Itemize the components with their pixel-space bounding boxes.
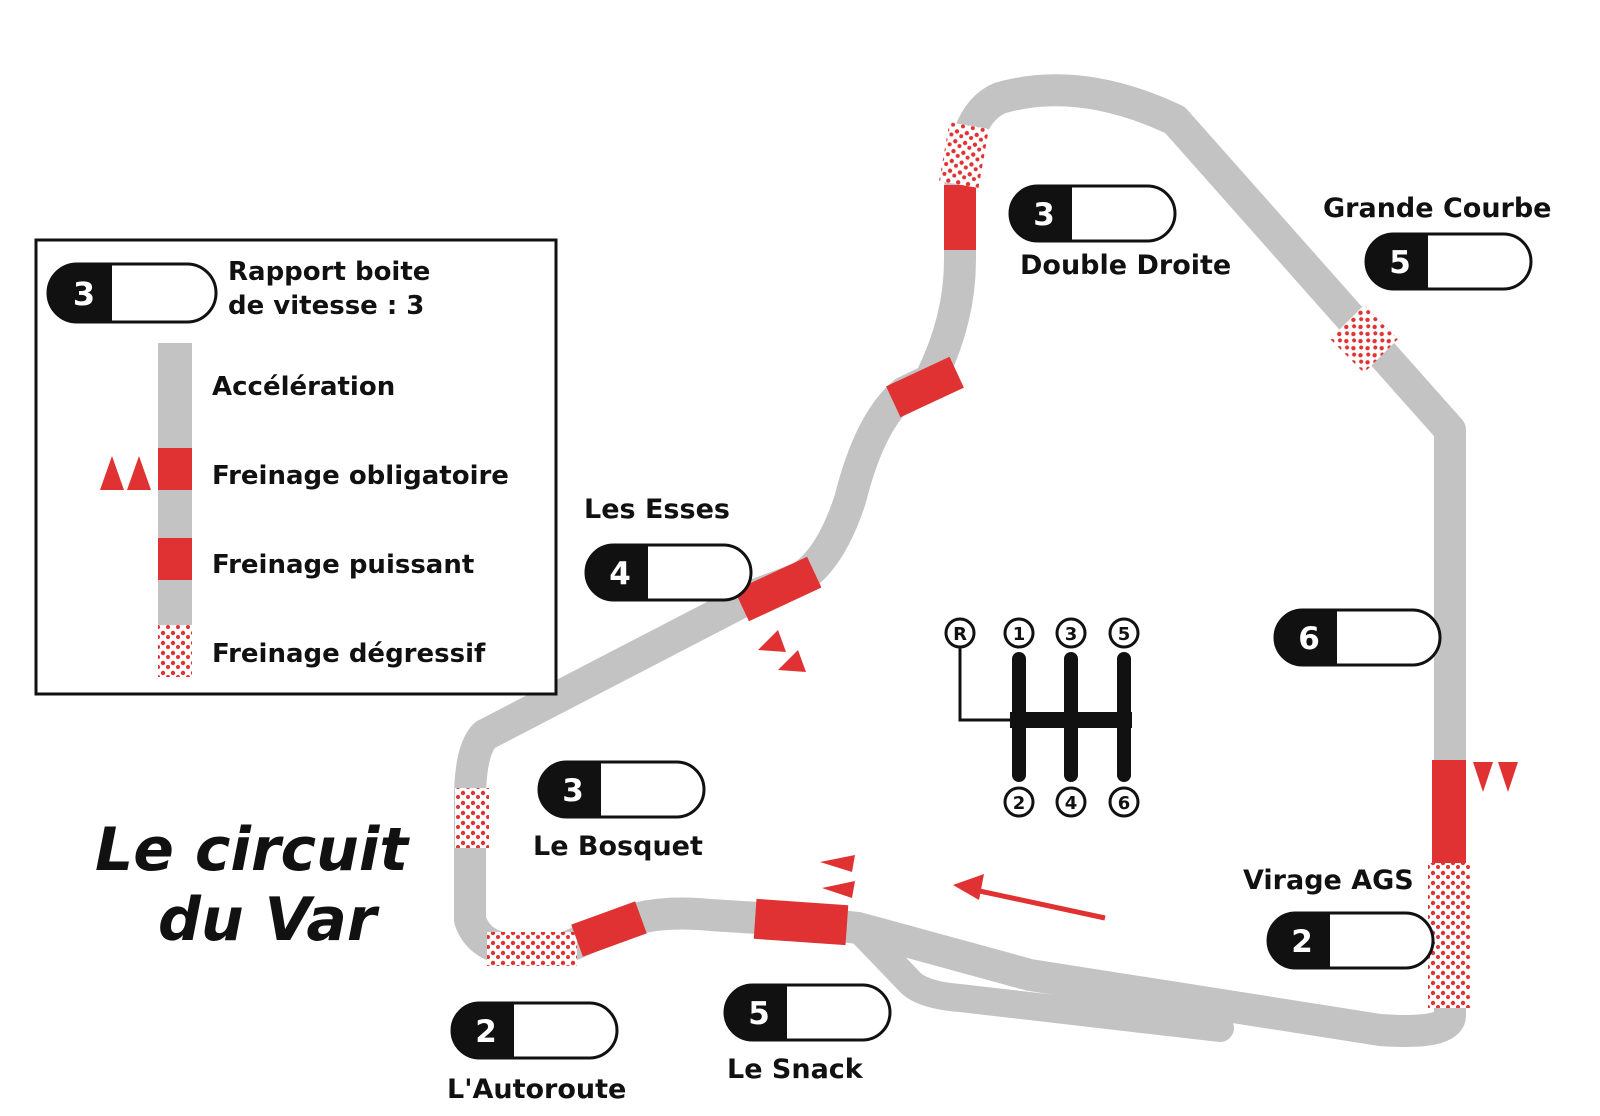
braking-zone-top-dots: [939, 121, 989, 189]
corner-grande-courbe: Grande Courbe 5: [1323, 193, 1552, 291]
braking-zone-ags: [1432, 760, 1466, 863]
svg-text:6: 6: [1118, 793, 1131, 814]
braking-zone-chicane: [886, 356, 964, 418]
braking-zone-snack: [753, 898, 849, 946]
gear-pill: 2: [1266, 911, 1435, 970]
braking-zone-double-droite: [944, 185, 976, 250]
corner-le-bosquet: 3 Le Bosquet: [533, 760, 706, 862]
track-autoroute-branch: [844, 914, 1234, 1042]
gearbox-slot-5-6: [1117, 652, 1131, 782]
legend: 3 Rapport boite de vitesse : 3 Accélérat…: [34, 238, 558, 696]
svg-text:1: 1: [1013, 624, 1026, 645]
gearbox-slot-1-2: [1012, 652, 1026, 782]
gear-number: 2: [475, 1014, 497, 1050]
corner-straight-6: 6: [1273, 608, 1442, 667]
legend-bar-mandatory: [158, 448, 192, 490]
braking-zone-ags-dots: [1428, 863, 1470, 1008]
gearbox-slot-3-4: [1064, 652, 1078, 782]
gear-pill: 3: [1008, 184, 1177, 243]
corner-le-snack: 5 Le Snack: [723, 983, 892, 1085]
braking-zone-bosquet-dots: [455, 788, 489, 848]
legend-mandatory-braking: Freinage obligatoire: [212, 461, 509, 491]
corner-label: Les Esses: [584, 494, 730, 525]
corner-label: Grande Courbe: [1323, 193, 1552, 224]
gear-number: 3: [562, 773, 584, 809]
gear-number: 5: [748, 996, 770, 1032]
corner-l-autoroute: 2 L'Autoroute: [447, 1001, 626, 1105]
legend-gear-text-1: Rapport boite: [228, 257, 430, 287]
mandatory-braking-arrows-esses: [758, 630, 806, 672]
gear-number: 4: [609, 556, 631, 592]
svg-text:5: 5: [1118, 624, 1131, 645]
legend-bar-grey: [158, 343, 192, 665]
braking-zone-autoroute-dots: [487, 932, 577, 966]
legend-gear-text-2: de vitesse : 3: [228, 291, 424, 321]
braking-zone-autoroute: [571, 901, 647, 957]
map-title-line2: du Var: [158, 885, 380, 955]
corner-label: L'Autoroute: [447, 1074, 626, 1105]
corner-label: Double Droite: [1020, 250, 1231, 281]
track: [454, 74, 1518, 1047]
gear-number: 3: [1033, 197, 1055, 233]
legend-progressive-braking: Freinage dégressif: [212, 639, 486, 669]
gear-number: 2: [1291, 924, 1313, 960]
legend-gear-pill: 3: [46, 262, 218, 324]
gear-position-4: 4: [1055, 786, 1087, 818]
legend-strong-braking: Freinage puissant: [212, 550, 474, 580]
direction-arrow: [953, 874, 1106, 921]
corner-virage-ags: Virage AGS 2: [1243, 865, 1435, 970]
gear-pill: 6: [1273, 608, 1442, 667]
svg-text:R: R: [953, 624, 967, 645]
svg-text:3: 3: [1065, 624, 1078, 645]
gear-pill: 4: [584, 543, 753, 602]
gear-pill: 5: [723, 983, 892, 1042]
track-main: [454, 74, 1466, 1047]
gearbox-diagram: R 1 3 5 2 4 6: [944, 617, 1140, 818]
corner-label: Le Bosquet: [533, 831, 703, 862]
braking-zone-grande-courbe-dots: [1330, 305, 1398, 373]
gear-pill: 5: [1364, 232, 1533, 291]
braking-zone-esses: [734, 556, 822, 622]
gear-number: 5: [1389, 245, 1411, 281]
legend-mandatory-arrows: [100, 456, 151, 490]
mandatory-braking-arrows-ags: [1473, 762, 1518, 792]
gearbox-reverse-gate: [958, 648, 1019, 722]
gear-position-reverse: R: [944, 617, 976, 649]
corner-les-esses: Les Esses 4: [584, 494, 753, 602]
mandatory-braking-arrows-snack: [820, 855, 855, 898]
gear-number: 6: [1298, 621, 1320, 657]
corner-label: Virage AGS: [1243, 865, 1414, 896]
legend-bar-strong: [158, 538, 192, 580]
gear-position-3: 3: [1055, 617, 1087, 649]
gear-position-1: 1: [1003, 617, 1035, 649]
gear-position-6: 6: [1108, 786, 1140, 818]
svg-text:2: 2: [1013, 793, 1026, 814]
corner-label: Le Snack: [727, 1054, 864, 1085]
gear-pill: 3: [537, 760, 706, 819]
gear-pill: 2: [450, 1001, 619, 1060]
map-title-line1: Le circuit: [95, 815, 410, 885]
gear-position-2: 2: [1003, 786, 1035, 818]
legend-bar-progressive: [158, 625, 192, 677]
corner-double-droite: 3 Double Droite: [1008, 184, 1231, 281]
legend-acceleration: Accélération: [212, 372, 395, 402]
legend-gear-number: 3: [73, 275, 95, 313]
svg-text:4: 4: [1065, 793, 1078, 814]
gear-position-5: 5: [1108, 617, 1140, 649]
